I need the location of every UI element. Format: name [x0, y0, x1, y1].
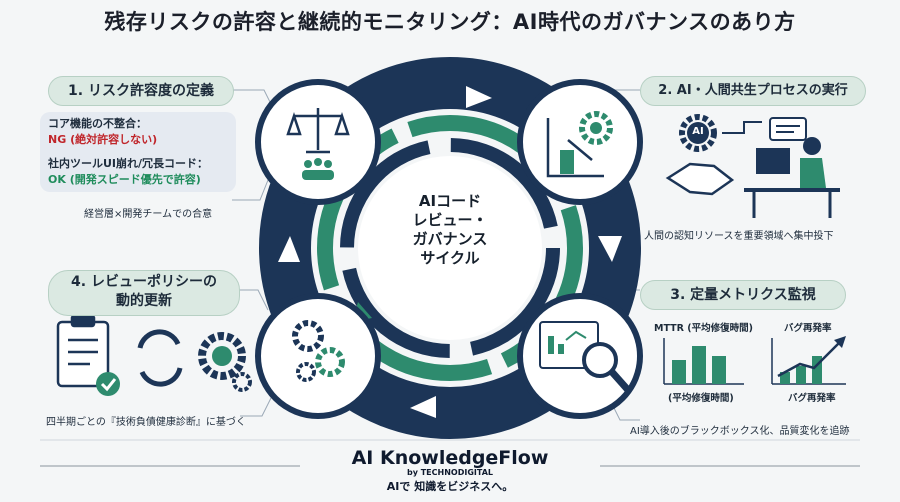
team-icon: [302, 158, 334, 180]
inner-teal-ring: [317, 115, 583, 381]
step2-heading: 2. AI・人間共生プロセスの実行: [640, 76, 866, 106]
step1-line3: 社内ツールUI崩れ/冗長コード：: [48, 157, 209, 170]
step1-line4: OK (開発スピード優先で許容): [48, 173, 201, 186]
refresh-icon: [137, 329, 183, 387]
step4-heading: 4. レビューポリシーの 動的更新: [48, 270, 240, 316]
step2-note: 人間の認知リソースを重要領域へ集中投下: [644, 231, 834, 242]
cycle-center-label: AIコード レビュー・ ガバナンス サイクル: [412, 192, 488, 267]
ring-arrows: [278, 86, 622, 418]
step3-note: AI導入後のブラックボックス化、品質変化を追跡: [630, 426, 850, 437]
mttr-chart: [663, 338, 744, 385]
document-chart-icon: [546, 118, 604, 178]
scales-icon: [286, 108, 350, 154]
chat-bubble-icon: [769, 117, 807, 141]
checklist-icon: [56, 314, 110, 388]
handshake-icon: [665, 162, 735, 196]
bug-rate-chart: [771, 336, 846, 385]
page-title: 残存リスクの許容と継続的モニタリング：AI時代のガバナンスのあり方: [104, 10, 796, 34]
step1-line1: コア機能の不整合：: [48, 117, 147, 130]
mttr-title: MTTR (平均修復時間): [654, 323, 753, 334]
mttr-caption: (平均修復時間): [668, 393, 734, 404]
inner-navy-ring: [340, 138, 560, 358]
bug-rate-title: バグ再発率: [784, 323, 832, 334]
ai-badge: AI: [692, 126, 704, 137]
step1-heading: 1. リスク許容度の定義: [48, 76, 234, 106]
step1-line2: NG (絶対許容しない): [48, 133, 158, 146]
check-badge-icon: [96, 372, 120, 396]
step1-note: 経営層×開発チームでの合意: [84, 209, 213, 220]
step4-note: 四半期ごとの『技術負債健康診断』に基づく: [46, 417, 246, 428]
footer-logo: AI KnowledgeFlow by TECHNODIGITAL AIで 知識…: [0, 447, 900, 494]
person-at-desk-icon: [744, 137, 840, 218]
sync-gear-icon: [198, 332, 252, 392]
step3-heading: 3. 定量メトリクス監視: [640, 280, 846, 310]
ai-gear-icon: [679, 114, 717, 152]
magnifier-icon: [582, 342, 631, 393]
flow-arrow-icon: [722, 121, 762, 134]
brand-name: AI KnowledgeFlow: [351, 447, 549, 469]
gear-icon: [579, 111, 613, 145]
brand-slogan: AIで 知識をビジネスへ。: [386, 480, 514, 493]
step1-box: [40, 112, 236, 192]
bug-rate-caption: バグ再発率: [788, 393, 836, 404]
brand-by: by TECHNODIGITAL: [407, 468, 493, 477]
gears-icon: [292, 320, 345, 382]
center-disc: [358, 156, 542, 340]
